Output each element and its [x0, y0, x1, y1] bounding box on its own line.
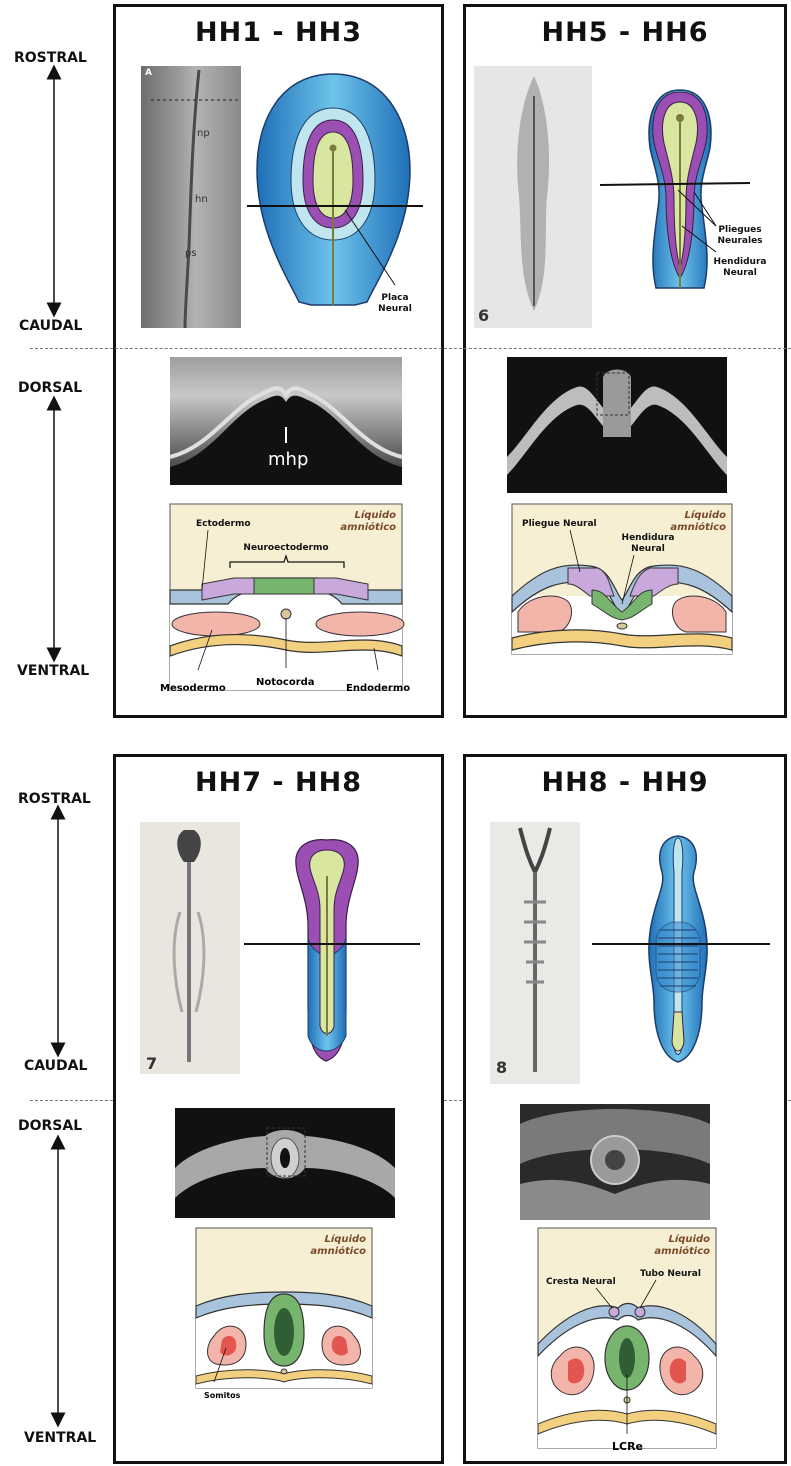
schematic-hh8-hh9	[590, 832, 772, 1072]
schematic-hh1-hh3: Placa Neural	[245, 70, 440, 340]
embryo-photo-hh1: A np hn ps	[141, 66, 241, 328]
schematic-hh7-hh8	[242, 836, 424, 1068]
label-amniotico-2: amniótico	[310, 1245, 366, 1257]
panel-title: HH7 - HH8	[116, 767, 441, 798]
label-amniotico-2: amniótico	[340, 521, 396, 533]
label-amniotico-2: amniótico	[654, 1245, 710, 1257]
label-amniotico-1: Líquido	[354, 509, 396, 521]
label-neuroectodermo: Neuroectodermo	[243, 543, 328, 553]
sem-photo-hh7	[175, 1108, 395, 1218]
label-cresta-neural: Cresta Neural	[546, 1277, 616, 1287]
schematic-hh5-hh6: Pliegues Neurales Hendidura Neural	[598, 88, 788, 298]
label-placa-2: Neural	[378, 304, 412, 314]
cross-section-hh8-hh9: Líquido amniótico Cresta Neural Tubo Neu…	[536, 1224, 720, 1454]
photo-letter: A	[145, 68, 152, 78]
sem-label-mhp: mhp	[268, 449, 308, 470]
cross-section-hh5-hh6: Pliegue Neural Hendidura Neural Líquido …	[510, 500, 735, 660]
label-endodermo: Endodermo	[346, 683, 410, 694]
embryo-photo-hh7: 7	[140, 822, 240, 1074]
label-ectodermo: Ectodermo	[196, 519, 251, 529]
label-placa-1: Placa	[381, 293, 408, 303]
label-hendidura-2: Neural	[723, 268, 757, 278]
label-tubo-neural: Tubo Neural	[640, 1269, 701, 1279]
sem-photo-hh8	[520, 1104, 710, 1220]
label-amniotico-1: Líquido	[684, 509, 726, 521]
photo-number: 8	[496, 1058, 507, 1077]
panel-title: HH1 - HH3	[116, 17, 441, 48]
panel-title: HH5 - HH6	[466, 17, 784, 48]
label-lcre: LCRe	[612, 1440, 643, 1453]
label-amniotico-1: Líquido	[668, 1233, 710, 1245]
label-hendidura-1: Hendidura	[714, 257, 767, 267]
photo-label-np: np	[197, 128, 210, 139]
label-hendidura-neural-2: Neural	[631, 544, 665, 554]
label-somitos: Somitos	[204, 1391, 240, 1400]
label-pliegues-2: Neurales	[717, 236, 762, 246]
divider-top	[30, 348, 791, 349]
axis-arrows	[0, 0, 110, 1466]
photo-label-ps: ps	[185, 248, 197, 259]
cross-section-hh1-hh3: Ectodermo Neuroectodermo Líquido amnióti…	[168, 500, 408, 700]
photo-number: 6	[478, 306, 489, 325]
sem-photo-hh1: mhp	[170, 357, 402, 485]
embryo-photo-hh5: 6	[474, 66, 592, 328]
embryo-photo-hh8: 8	[490, 822, 580, 1084]
cross-section-hh7-hh8: Líquido amniótico	[194, 1224, 376, 1394]
label-notocorda: Notocorda	[256, 677, 315, 688]
label-hendidura-neural-1: Hendidura	[622, 533, 675, 543]
photo-number: 7	[146, 1054, 157, 1073]
panel-title: HH8 - HH9	[466, 767, 784, 798]
label-amniotico-1: Líquido	[324, 1233, 366, 1245]
label-amniotico-2: amniótico	[670, 521, 726, 533]
label-pliegues-1: Pliegues	[718, 225, 761, 235]
label-pliegue-neural: Pliegue Neural	[522, 519, 597, 529]
label-mesodermo: Mesodermo	[160, 683, 226, 694]
sem-photo-hh5	[507, 357, 727, 493]
photo-label-hn: hn	[195, 194, 208, 205]
